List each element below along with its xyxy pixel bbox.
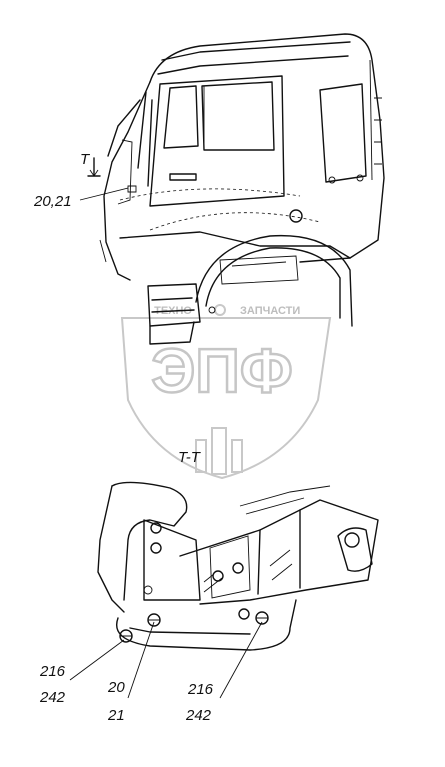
section-title: T-T [178,449,202,466]
callouts-lower: 216 242 20 21 216 242 [39,621,263,724]
watermark-letters: ЭПФ [151,337,293,406]
callout-bolt-right-b: 242 [185,707,212,724]
callout-bolt-left-b: 242 [39,689,66,706]
section-marker-letter: T [80,151,91,168]
callout-bracket-b: 21 [107,707,125,724]
callout-bolt-left-a: 216 [39,663,66,680]
callout-bolt-right-a: 216 [187,681,214,698]
leader-bracket [127,621,155,699]
callout-bracket-a: 20 [107,679,125,696]
section-marker-arrow [87,157,101,177]
watermark-tower-icon [195,427,243,475]
leader-cab-part [79,187,129,201]
callout-cab-part: 20,21 [33,193,72,210]
cab-view: T 20,21 [33,33,385,345]
section-detail-view [97,481,379,651]
watermark-logo: ЭПФ ТЕХНО ЗАПЧАСТИ [120,304,332,480]
leader-bolt-right [219,621,263,699]
watermark-right-text: ЗАПЧАСТИ [240,305,300,317]
leader-bolt-left [69,639,125,681]
watermark-gear-icon [214,304,226,316]
